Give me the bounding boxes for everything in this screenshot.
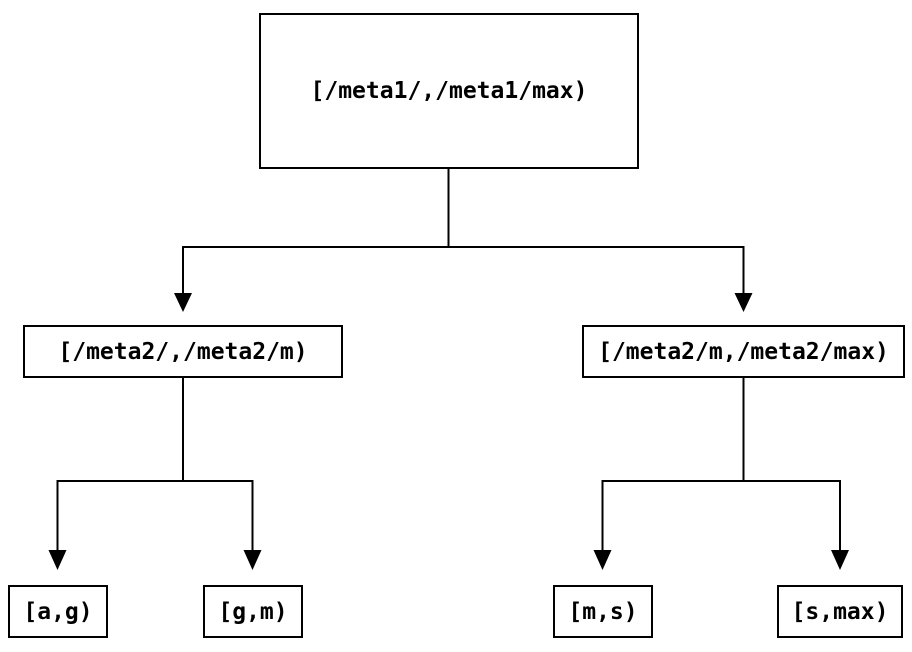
arrowhead-to-meta2-left bbox=[174, 293, 192, 312]
node-root-meta1-range: [/meta1/,/meta1/max) bbox=[259, 13, 639, 169]
node-meta2-left-label: [/meta2/,/meta2/m) bbox=[58, 338, 308, 365]
node-leaf-a-g-label: [a,g) bbox=[23, 598, 93, 625]
edge-meta2-right-to-children bbox=[593, 378, 849, 570]
arrowhead-to-leaf-gm bbox=[243, 550, 262, 570]
arrowhead-to-leaf-ms bbox=[593, 550, 612, 570]
node-root-label: [/meta1/,/meta1/max) bbox=[310, 78, 588, 104]
edge-meta2-left-to-children bbox=[48, 378, 262, 570]
node-leaf-g-m-label: [g,m) bbox=[218, 598, 288, 625]
arrowhead-to-meta2-right bbox=[734, 293, 753, 312]
arrowhead-to-leaf-ag bbox=[48, 550, 67, 570]
node-meta2-right-label: [/meta2/m,/meta2/max) bbox=[598, 338, 889, 365]
node-leaf-s-max: [s,max) bbox=[777, 585, 903, 638]
node-leaf-m-s: [m,s) bbox=[553, 585, 653, 638]
node-leaf-a-g: [a,g) bbox=[8, 585, 108, 638]
node-meta2-right-range: [/meta2/m,/meta2/max) bbox=[582, 325, 905, 378]
node-meta2-left-range: [/meta2/,/meta2/m) bbox=[23, 325, 343, 378]
node-leaf-m-s-label: [m,s) bbox=[568, 598, 638, 625]
edge-root-to-children bbox=[174, 169, 753, 312]
node-leaf-s-max-label: [s,max) bbox=[791, 598, 889, 625]
arrowhead-to-leaf-smax bbox=[831, 550, 849, 570]
node-leaf-g-m: [g,m) bbox=[203, 585, 303, 638]
